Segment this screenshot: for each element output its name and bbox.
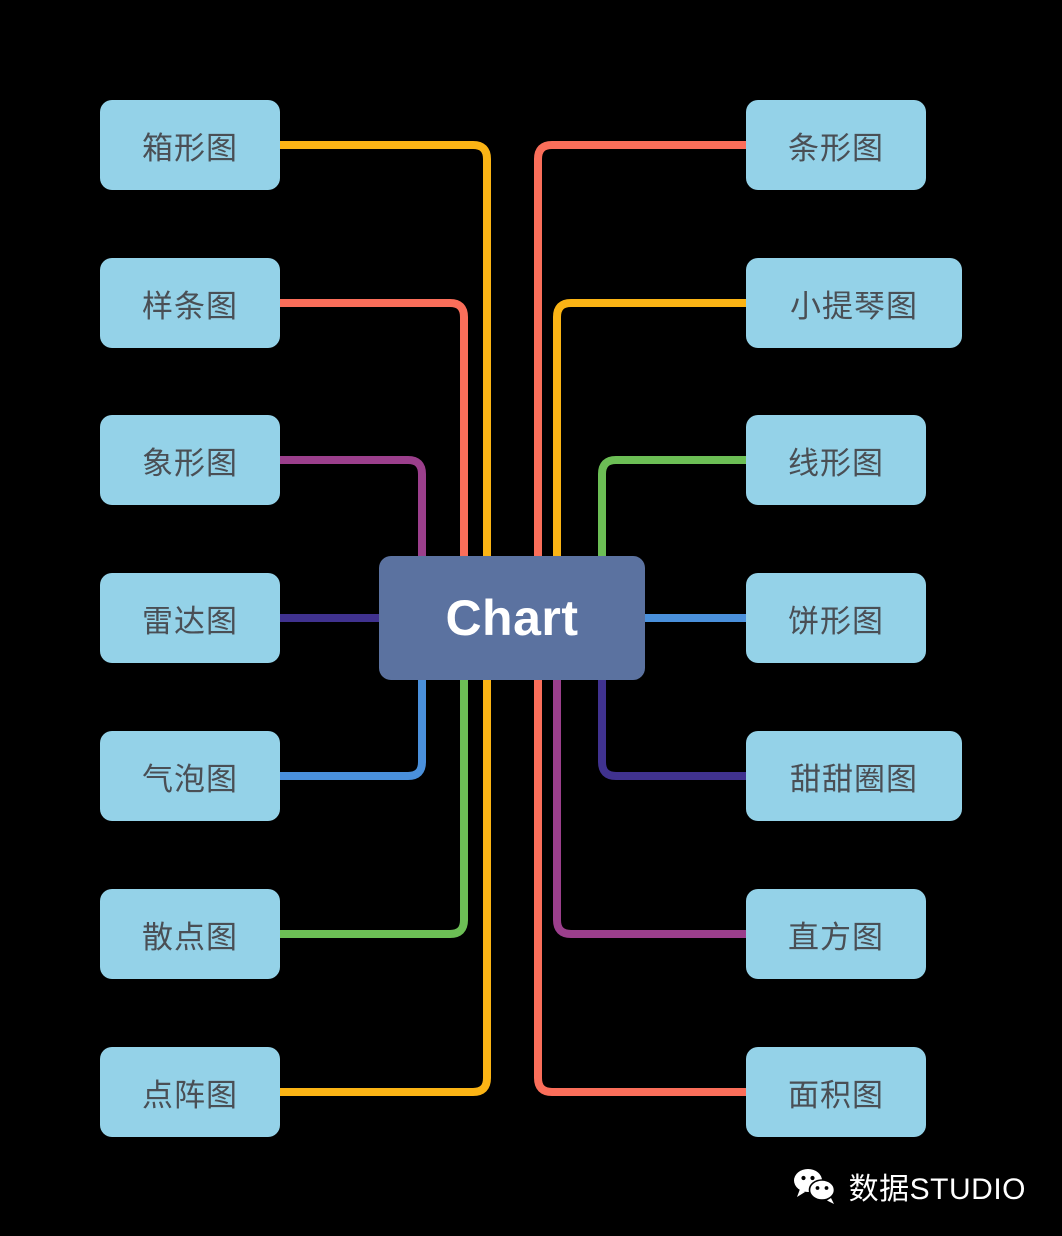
watermark: 数据STUDIO [793,1164,1026,1208]
connector-right-5 [553,676,750,938]
connector-left-6 [276,676,491,1096]
node-label: 直方图 [788,919,884,955]
node-label: 散点图 [142,919,238,955]
node-left-1[interactable]: 样条图 [100,258,280,348]
node-label: 雷达图 [142,603,238,639]
node-label: 线形图 [788,445,884,481]
node-left-4[interactable]: 气泡图 [100,731,280,821]
node-label: 气泡图 [142,761,238,797]
node-label: 甜甜圈图 [790,761,918,797]
node-label: 小提琴图 [790,288,918,324]
node-label: 饼形图 [788,603,884,639]
node-right-3[interactable]: 饼形图 [746,573,926,663]
node-label: 点阵图 [142,1077,238,1113]
node-label: 箱形图 [142,130,238,166]
wechat-icon [793,1169,835,1204]
node-label: 象形图 [142,445,238,481]
connector-left-2 [276,456,426,560]
connector-left-1 [276,299,468,560]
node-right-4[interactable]: 甜甜圈图 [746,731,962,821]
node-left-5[interactable]: 散点图 [100,889,280,979]
node-left-2[interactable]: 象形图 [100,415,280,505]
node-right-6[interactable]: 面积图 [746,1047,926,1137]
node-left-6[interactable]: 点阵图 [100,1047,280,1137]
node-left-0[interactable]: 箱形图 [100,100,280,190]
node-right-1[interactable]: 小提琴图 [746,258,962,348]
node-right-5[interactable]: 直方图 [746,889,926,979]
watermark-text: 数据STUDIO [848,1173,1026,1206]
center-node-chart[interactable]: Chart [379,556,645,680]
node-right-2[interactable]: 线形图 [746,415,926,505]
connector-right-2 [598,456,750,560]
connector-right-4 [598,676,750,780]
node-left-3[interactable]: 雷达图 [100,573,280,663]
connector-left-4 [276,676,426,780]
node-label: 条形图 [788,130,884,166]
connector-right-6 [534,676,750,1096]
connector-left-0 [276,141,491,560]
connector-right-0 [534,141,750,560]
center-node-label: Chart [445,590,579,646]
node-label: 样条图 [142,288,238,324]
node-label: 面积图 [788,1077,884,1113]
node-right-0[interactable]: 条形图 [746,100,926,190]
connector-left-5 [276,676,468,938]
connector-right-1 [553,299,750,560]
